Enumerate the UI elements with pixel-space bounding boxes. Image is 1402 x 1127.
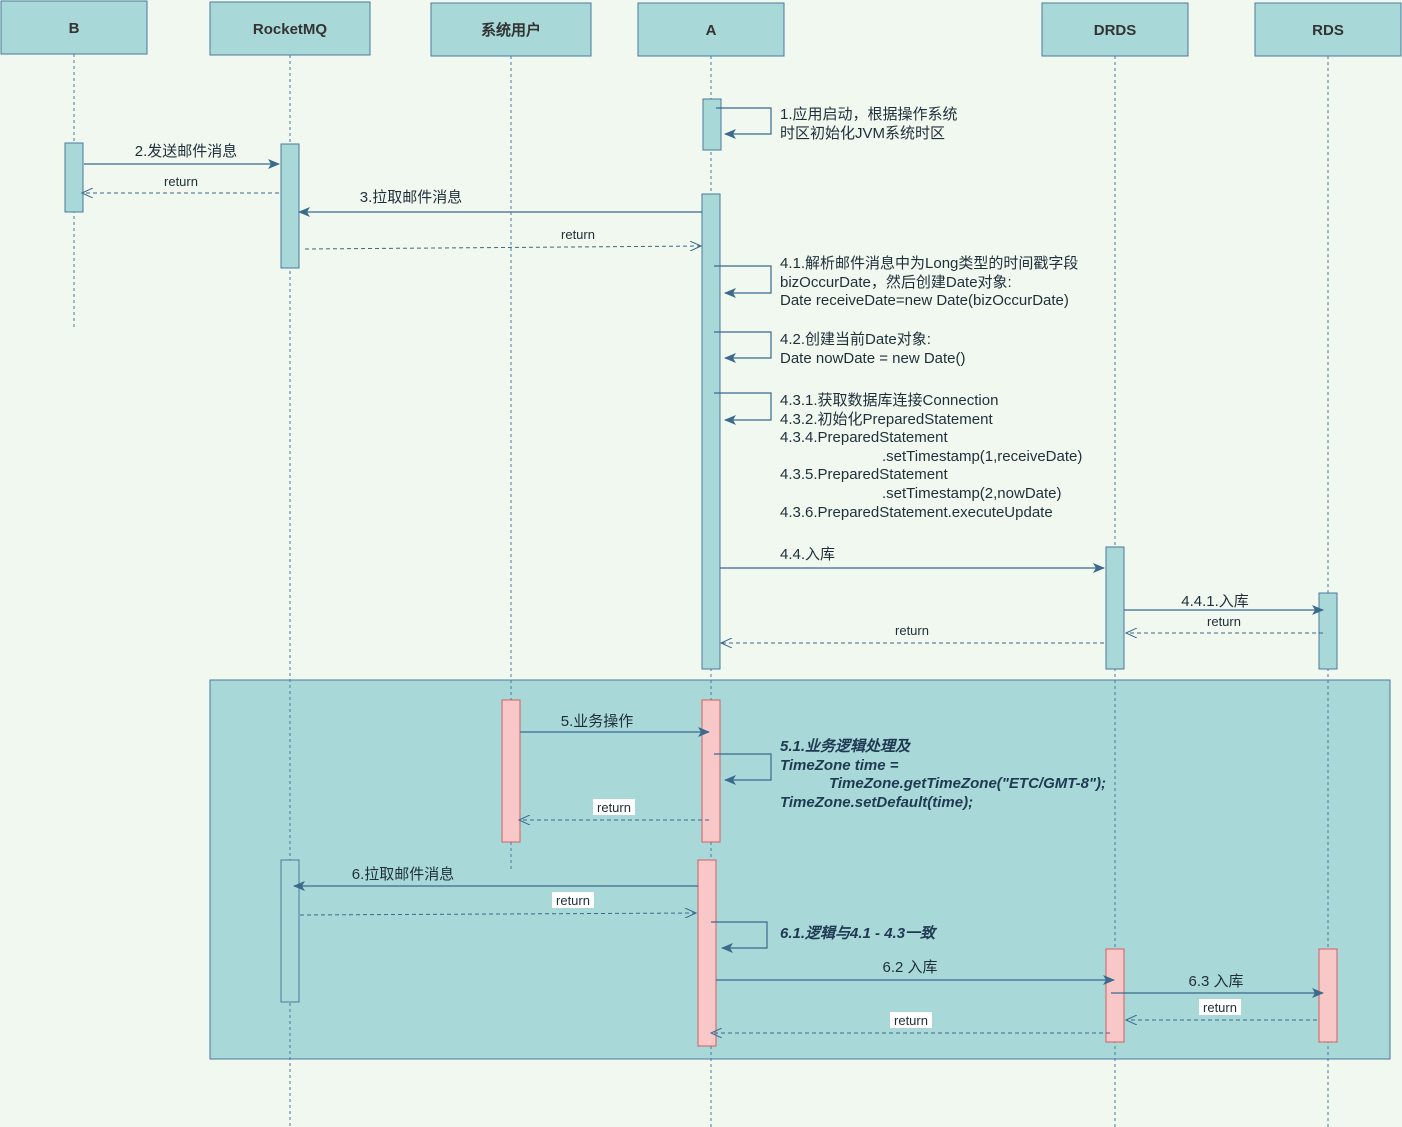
activation-rds-2 — [1318, 948, 1338, 1043]
msg-m3: 3.拉取邮件消息 — [360, 189, 463, 206]
participant-rds[interactable] — [1254, 2, 1402, 57]
self-arrow-m61 — [711, 921, 768, 953]
participant-rocketmq[interactable] — [209, 1, 371, 56]
return-label-1: return — [164, 174, 198, 189]
msg-m62: 6.2 入库 — [882, 959, 937, 976]
activation-rocketmq-1 — [280, 143, 300, 269]
return-label-7: return — [1203, 1000, 1237, 1015]
return-label-bg-5 — [593, 799, 635, 815]
msg-m42-line-2: Date nowDate = new Date() — [780, 350, 966, 367]
return-label-bg-8 — [890, 1012, 932, 1028]
participant-a[interactable] — [637, 2, 785, 57]
msg-m51-line-1: 5.1.业务逻辑处理及 — [780, 738, 912, 755]
activation-rds-1 — [1318, 592, 1338, 670]
participant-rocketmq-label: RocketMQ — [253, 21, 328, 38]
msg-m41-line-1: 4.1.解析邮件消息中为Long类型的时间戳字段 — [780, 255, 1078, 272]
self-arrow-m51 — [714, 753, 772, 785]
msg-m43-line-2: 4.3.2.初始化PreparedStatement — [780, 411, 993, 428]
return-label-4: return — [895, 623, 929, 638]
return-label-bg-6 — [552, 892, 594, 908]
msg-m1-line-2: 时区初始化JVM系统时区 — [780, 125, 945, 142]
activation-a-2 — [701, 193, 721, 670]
activation-rocketmq-2 — [280, 859, 300, 1003]
msg-m43-line-1: 4.3.1.获取数据库连接Connection — [780, 392, 998, 409]
participant-b-label: B — [69, 20, 80, 37]
msg-m41-line-3: Date receiveDate=new Date(bizOccurDate) — [780, 292, 1069, 309]
msg-m44: 4.4.入库 — [780, 546, 835, 563]
activation-sysuser-1 — [501, 699, 521, 843]
return-label-6: return — [556, 893, 590, 908]
msg-m63: 6.3 入库 — [1188, 973, 1243, 990]
return-label-2: return — [561, 227, 595, 242]
activation-a-1 — [702, 98, 722, 151]
fragment-box — [209, 679, 1391, 1060]
participant-b[interactable] — [0, 0, 148, 55]
self-arrow-m41 — [714, 265, 772, 298]
msg-m6: 6.拉取邮件消息 — [352, 866, 455, 883]
return-label-bg-7 — [1199, 999, 1241, 1015]
activation-a-3 — [701, 699, 721, 843]
msg-m51-line-2: TimeZone time = — [780, 757, 899, 774]
msg-m43-line-5: 4.3.5.PreparedStatement — [780, 466, 948, 483]
msg-m43-line-3: 4.3.4.PreparedStatement — [780, 429, 948, 446]
self-arrow-m43 — [714, 392, 772, 425]
return-label-8: return — [894, 1013, 928, 1028]
participant-sysuser-label: 系统用户 — [481, 21, 541, 39]
msg-m41-line-2: bizOccurDate，然后创建Date对象: — [780, 274, 1012, 291]
participant-rds-label: RDS — [1312, 22, 1344, 39]
activation-drds-1 — [1105, 546, 1125, 670]
activation-a-4 — [697, 859, 717, 1047]
participant-a-label: A — [706, 22, 717, 39]
msg-m1-line-1: 1.应用启动，根据操作系统 — [780, 105, 958, 123]
msg-m61: 6.1.逻辑与4.1 - 4.3一致 — [780, 925, 938, 942]
participant-drds[interactable] — [1041, 2, 1189, 57]
msg-m43-line-6: .setTimestamp(2,nowDate) — [882, 485, 1062, 502]
msg-m51-line-4: TimeZone.setDefault(time); — [780, 794, 973, 811]
msg-m51-line-3: TimeZone.getTimeZone("ETC/GMT-8"); — [829, 775, 1106, 792]
self-arrow-m1 — [716, 107, 772, 139]
msg-m5: 5.业务操作 — [561, 713, 634, 730]
participant-drds-label: DRDS — [1094, 22, 1137, 39]
activation-b-1 — [64, 142, 84, 213]
return-arrow-6 — [299, 913, 696, 915]
self-arrow-m42 — [714, 331, 772, 363]
return-label-3: return — [1207, 614, 1241, 629]
return-label-5: return — [597, 800, 631, 815]
msg-m43-line-7: 4.3.6.PreparedStatement.executeUpdate — [780, 504, 1053, 521]
participant-sysuser[interactable] — [430, 2, 592, 57]
activation-drds-2 — [1105, 948, 1125, 1043]
msg-m42-line-1: 4.2.创建当前Date对象: — [780, 331, 931, 348]
msg-m441: 4.4.1.入库 — [1181, 593, 1249, 610]
msg-m2: 2.发送邮件消息 — [135, 143, 238, 160]
msg-m43-line-4: .setTimestamp(1,receiveDate) — [882, 448, 1082, 465]
return-arrow-2 — [304, 246, 701, 249]
